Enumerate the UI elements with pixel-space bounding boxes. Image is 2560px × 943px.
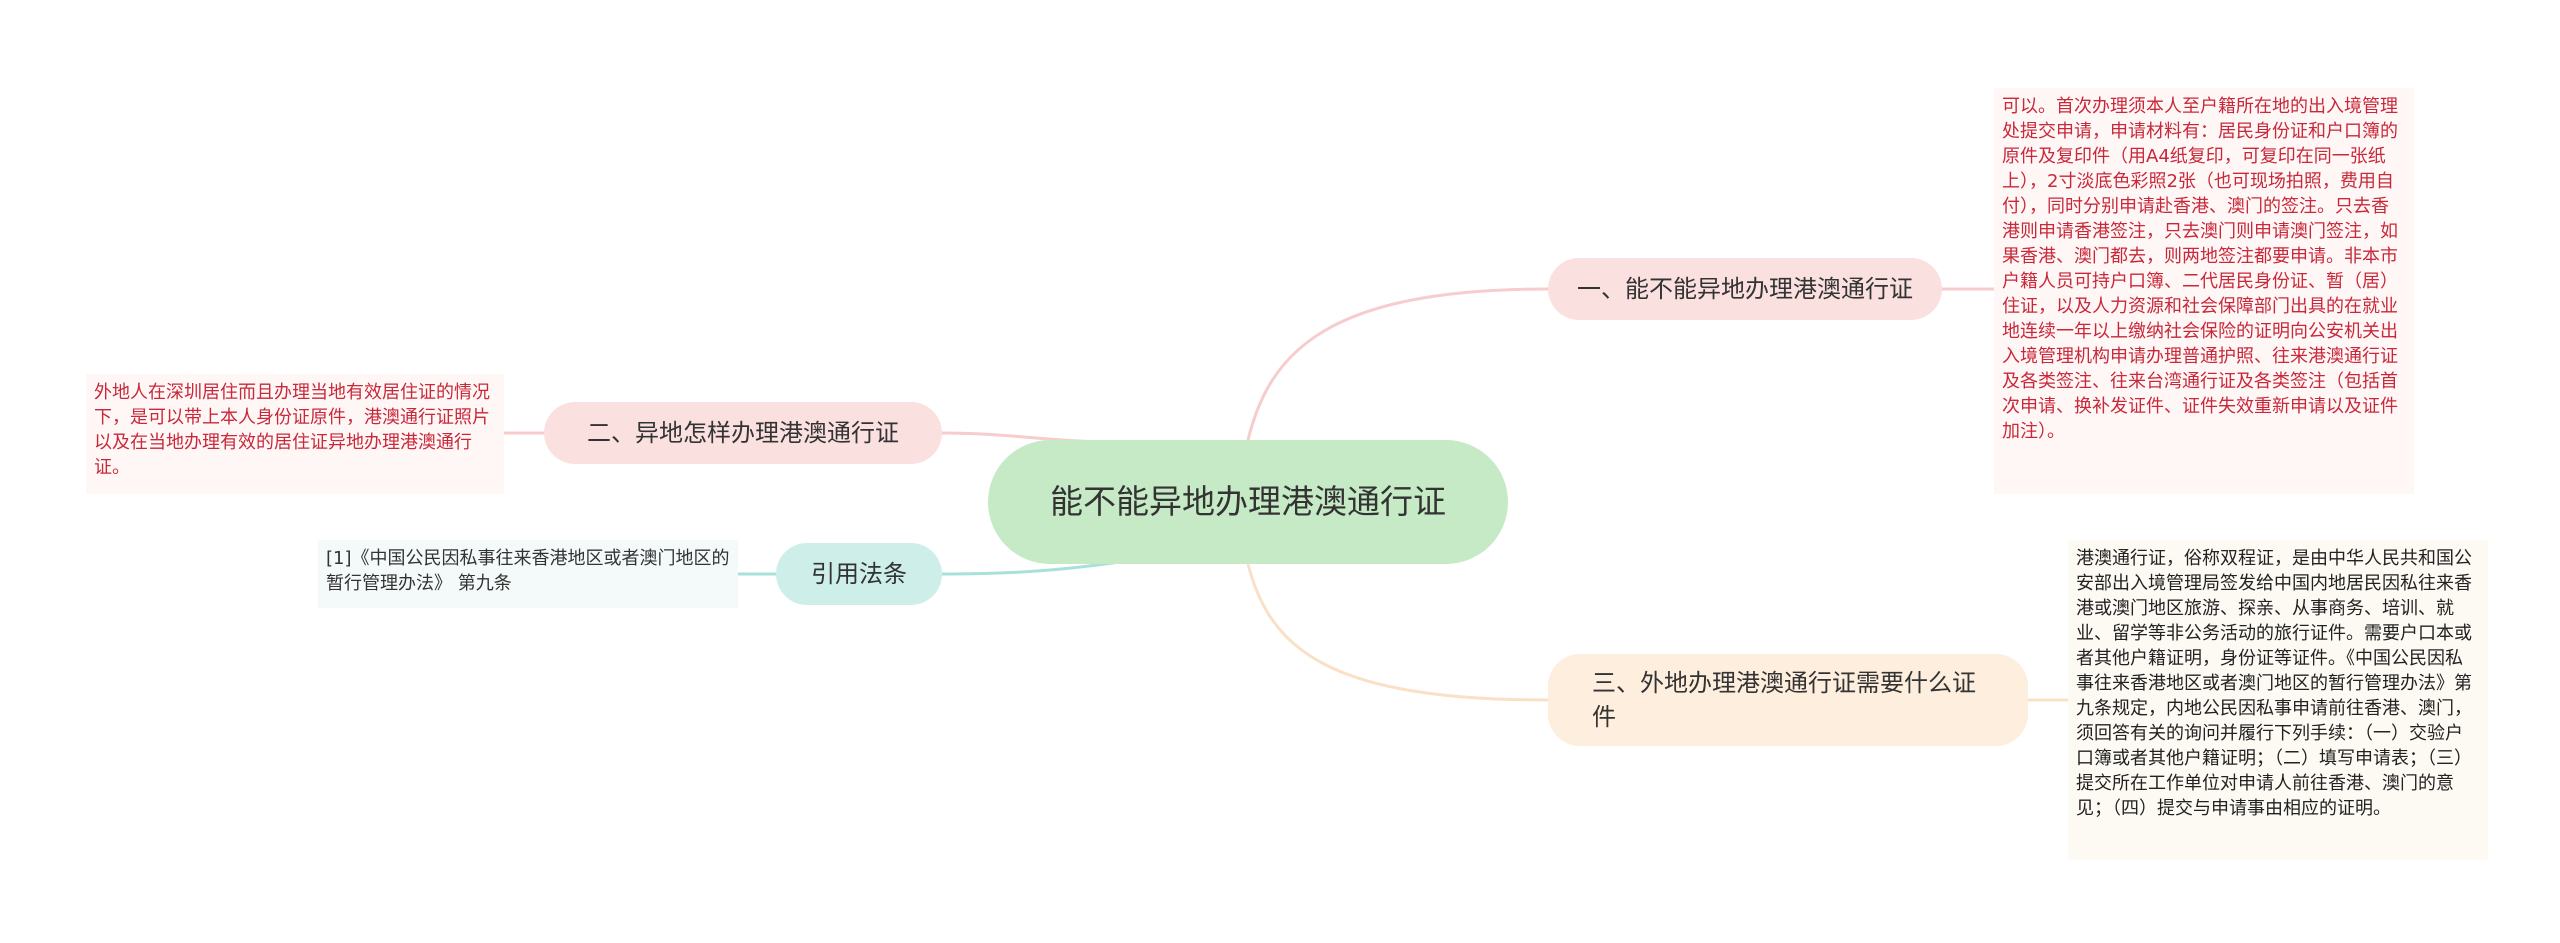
leaf-text: [1]《中国公民因私事往来香港地区或者澳门地区的暂行管理办法》 第九条: [326, 548, 730, 594]
leaf-how-to-apply-detail[interactable]: 外地人在深圳居住而且办理当地有效居住证的情况下，是可以带上本人身份证原件，港澳通…: [86, 374, 504, 494]
branch-cited-law[interactable]: 引用法条: [776, 543, 942, 605]
branch-can-apply-elsewhere[interactable]: 一、能不能异地办理港澳通行证: [1548, 258, 1942, 320]
link-center-branch4: [1246, 563, 1549, 702]
link-center-branch1: [1246, 287, 1549, 441]
link-center-branch3: [941, 560, 1121, 576]
branch-label: 引用法条: [811, 560, 907, 588]
leaf-text: 港澳通行证，俗称双程证，是由中华人民共和国公安部出入境管理局签发给中国内地居民因…: [2076, 548, 2472, 819]
leaf-can-apply-elsewhere-detail[interactable]: 可以。首次办理须本人至户籍所在地的出入境管理处提交申请，申请材料有：居民身份证和…: [1994, 88, 2414, 494]
leaf-cited-law-detail[interactable]: [1]《中国公民因私事往来香港地区或者澳门地区的暂行管理办法》 第九条: [318, 540, 738, 608]
central-topic-label: 能不能异地办理港澳通行证: [1050, 482, 1446, 521]
branch-required-documents[interactable]: 三、外地办理港澳通行证需要什么证件: [1548, 654, 2028, 746]
central-topic[interactable]: 能不能异地办理港澳通行证: [988, 440, 1508, 564]
branch-how-to-apply-elsewhere[interactable]: 二、异地怎样办理港澳通行证: [544, 402, 942, 464]
leaf-text: 可以。首次办理须本人至户籍所在地的出入境管理处提交申请，申请材料有：居民身份证和…: [2002, 96, 2398, 442]
leaf-required-documents-detail[interactable]: 港澳通行证，俗称双程证，是由中华人民共和国公安部出入境管理局签发给中国内地居民因…: [2068, 540, 2488, 860]
branch-label: 一、能不能异地办理港澳通行证: [1577, 275, 1913, 303]
branch-label: 三、外地办理港澳通行证需要什么证件: [1592, 669, 1976, 731]
leaf-text: 外地人在深圳居住而且办理当地有效居住证的情况下，是可以带上本人身份证原件，港澳通…: [94, 382, 490, 478]
branch-label: 二、异地怎样办理港澳通行证: [587, 419, 899, 447]
